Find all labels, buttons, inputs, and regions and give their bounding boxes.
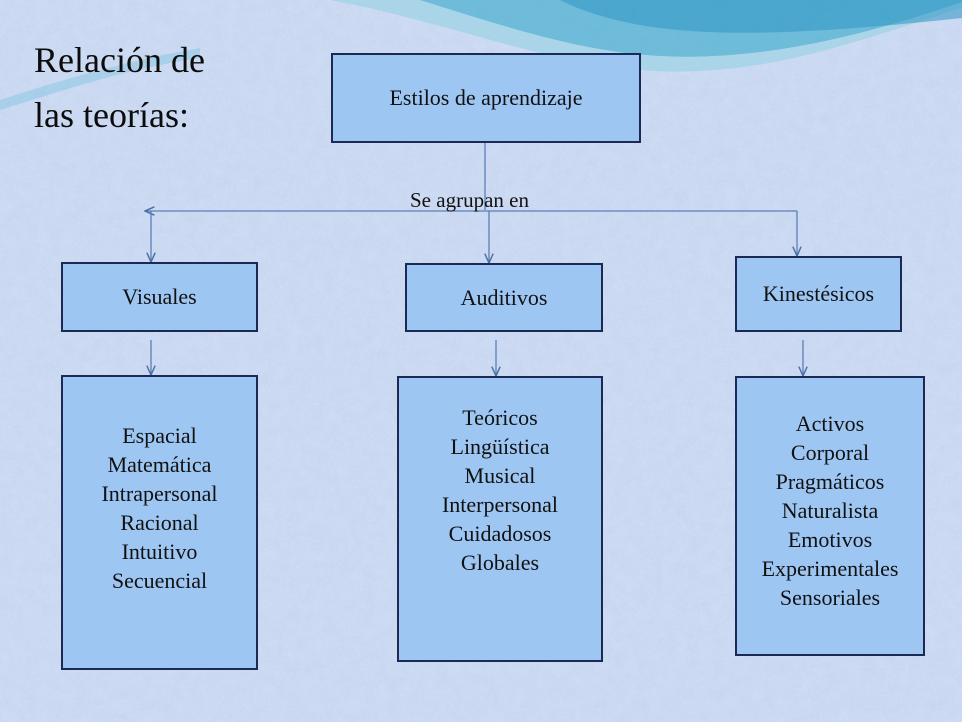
item-list: Espacial Matemática Intrapersonal Racion… (101, 421, 217, 595)
list-item: Cuidadosos (448, 521, 552, 546)
root-node: Estilos de aprendizaje (331, 53, 641, 143)
decorative-wave (0, 0, 962, 110)
list-item: Pragmáticos (775, 468, 885, 494)
list-item: Sensoriales (779, 584, 881, 610)
list-item: Teóricos (462, 405, 538, 430)
category-node-auditivos: Auditivos (405, 263, 603, 332)
list-item: Globales (460, 550, 540, 575)
connector-label: Se agrupan en (410, 188, 529, 212)
item-list: Teóricos Lingüística Musical Interperson… (442, 403, 558, 577)
category-label: Visuales (122, 284, 197, 309)
list-node-auditivos: Teóricos Lingüística Musical Interperson… (397, 376, 603, 662)
list-item: Naturalista (781, 497, 879, 523)
root-label: Estilos de aprendizaje (389, 85, 583, 110)
list-item: Musical (464, 463, 536, 488)
list-item: Interpersonal (441, 492, 559, 517)
list-item: Matemática (107, 451, 212, 477)
list-node-visuales: Espacial Matemática Intrapersonal Racion… (61, 375, 258, 670)
list-item: Activos (795, 410, 865, 436)
list-item: Intrapersonal (101, 480, 218, 506)
title-line-1: Relación de (34, 40, 205, 80)
list-item: Intuitivo (121, 538, 198, 564)
slide-title: Relación de las teorías: (34, 33, 205, 143)
list-item: Corporal (790, 439, 870, 465)
list-item: Secuencial (111, 567, 208, 593)
list-item: Lingüística (450, 434, 550, 459)
title-line-2: las teorías: (34, 95, 189, 135)
list-item: Emotivos (787, 526, 873, 552)
list-item: Experimentales (761, 555, 899, 581)
list-item: Espacial (122, 422, 197, 448)
list-item: Racional (120, 509, 199, 535)
category-node-visuales: Visuales (61, 262, 258, 332)
item-list: Activos Corporal Pragmáticos Naturalista… (762, 409, 899, 612)
category-label: Kinestésicos (762, 281, 875, 306)
list-node-kinestesicos: Activos Corporal Pragmáticos Naturalista… (735, 376, 925, 656)
category-label: Auditivos (460, 284, 548, 310)
category-node-kinestesicos: Kinestésicos (735, 256, 902, 332)
